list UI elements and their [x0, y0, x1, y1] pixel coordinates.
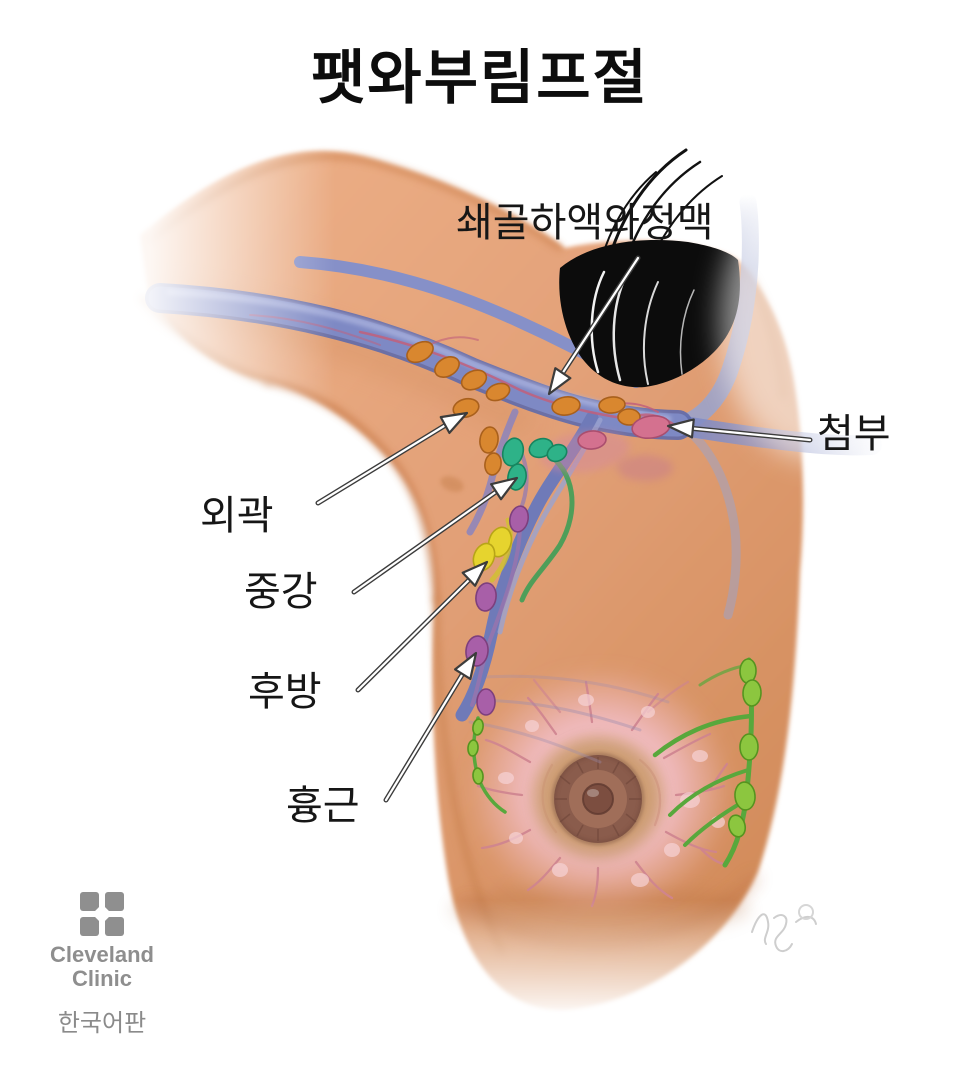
label-pectoral: 흉근	[286, 784, 360, 828]
leader-apex	[666, 418, 813, 443]
label-central: 중강	[244, 570, 318, 614]
logo-text-line1: Cleveland	[50, 942, 154, 967]
purple-nodes	[465, 505, 530, 716]
edition-label: 한국어판	[57, 1009, 147, 1037]
logo-text-line2: Clinic	[72, 965, 132, 991]
nipple	[552, 753, 644, 845]
pink-node-apical	[577, 414, 671, 450]
cleveland-clinic-logo-mark	[80, 892, 124, 936]
label-apex: 첨부	[817, 412, 891, 456]
label-lateral: 외곽	[200, 494, 274, 538]
leader-pectoral	[383, 651, 478, 803]
label-subclavian-axillary-vein: 쇄골하액와정맥	[456, 201, 714, 245]
leader-arrows	[315, 255, 813, 803]
label-posterior: 후방	[248, 670, 322, 714]
leader-posterior	[355, 560, 489, 693]
armpit-hair	[559, 148, 740, 388]
page-title: 팻와부림프절	[311, 45, 649, 111]
edge-fades	[0, 80, 960, 1072]
artist-signature	[751, 904, 817, 952]
teal-nodes	[501, 437, 568, 491]
lymph-nodes	[406, 340, 762, 838]
green-lymph-chains	[471, 657, 754, 868]
leader-lateral	[315, 411, 469, 506]
leader-central	[351, 476, 519, 595]
leader-subclavian-axillary-vein	[547, 255, 641, 396]
cleveland-clinic-logo: Cleveland Clinic 한국어판	[36, 892, 168, 1038]
yellow-nodes	[472, 526, 513, 572]
orange-nodes	[406, 340, 641, 476]
